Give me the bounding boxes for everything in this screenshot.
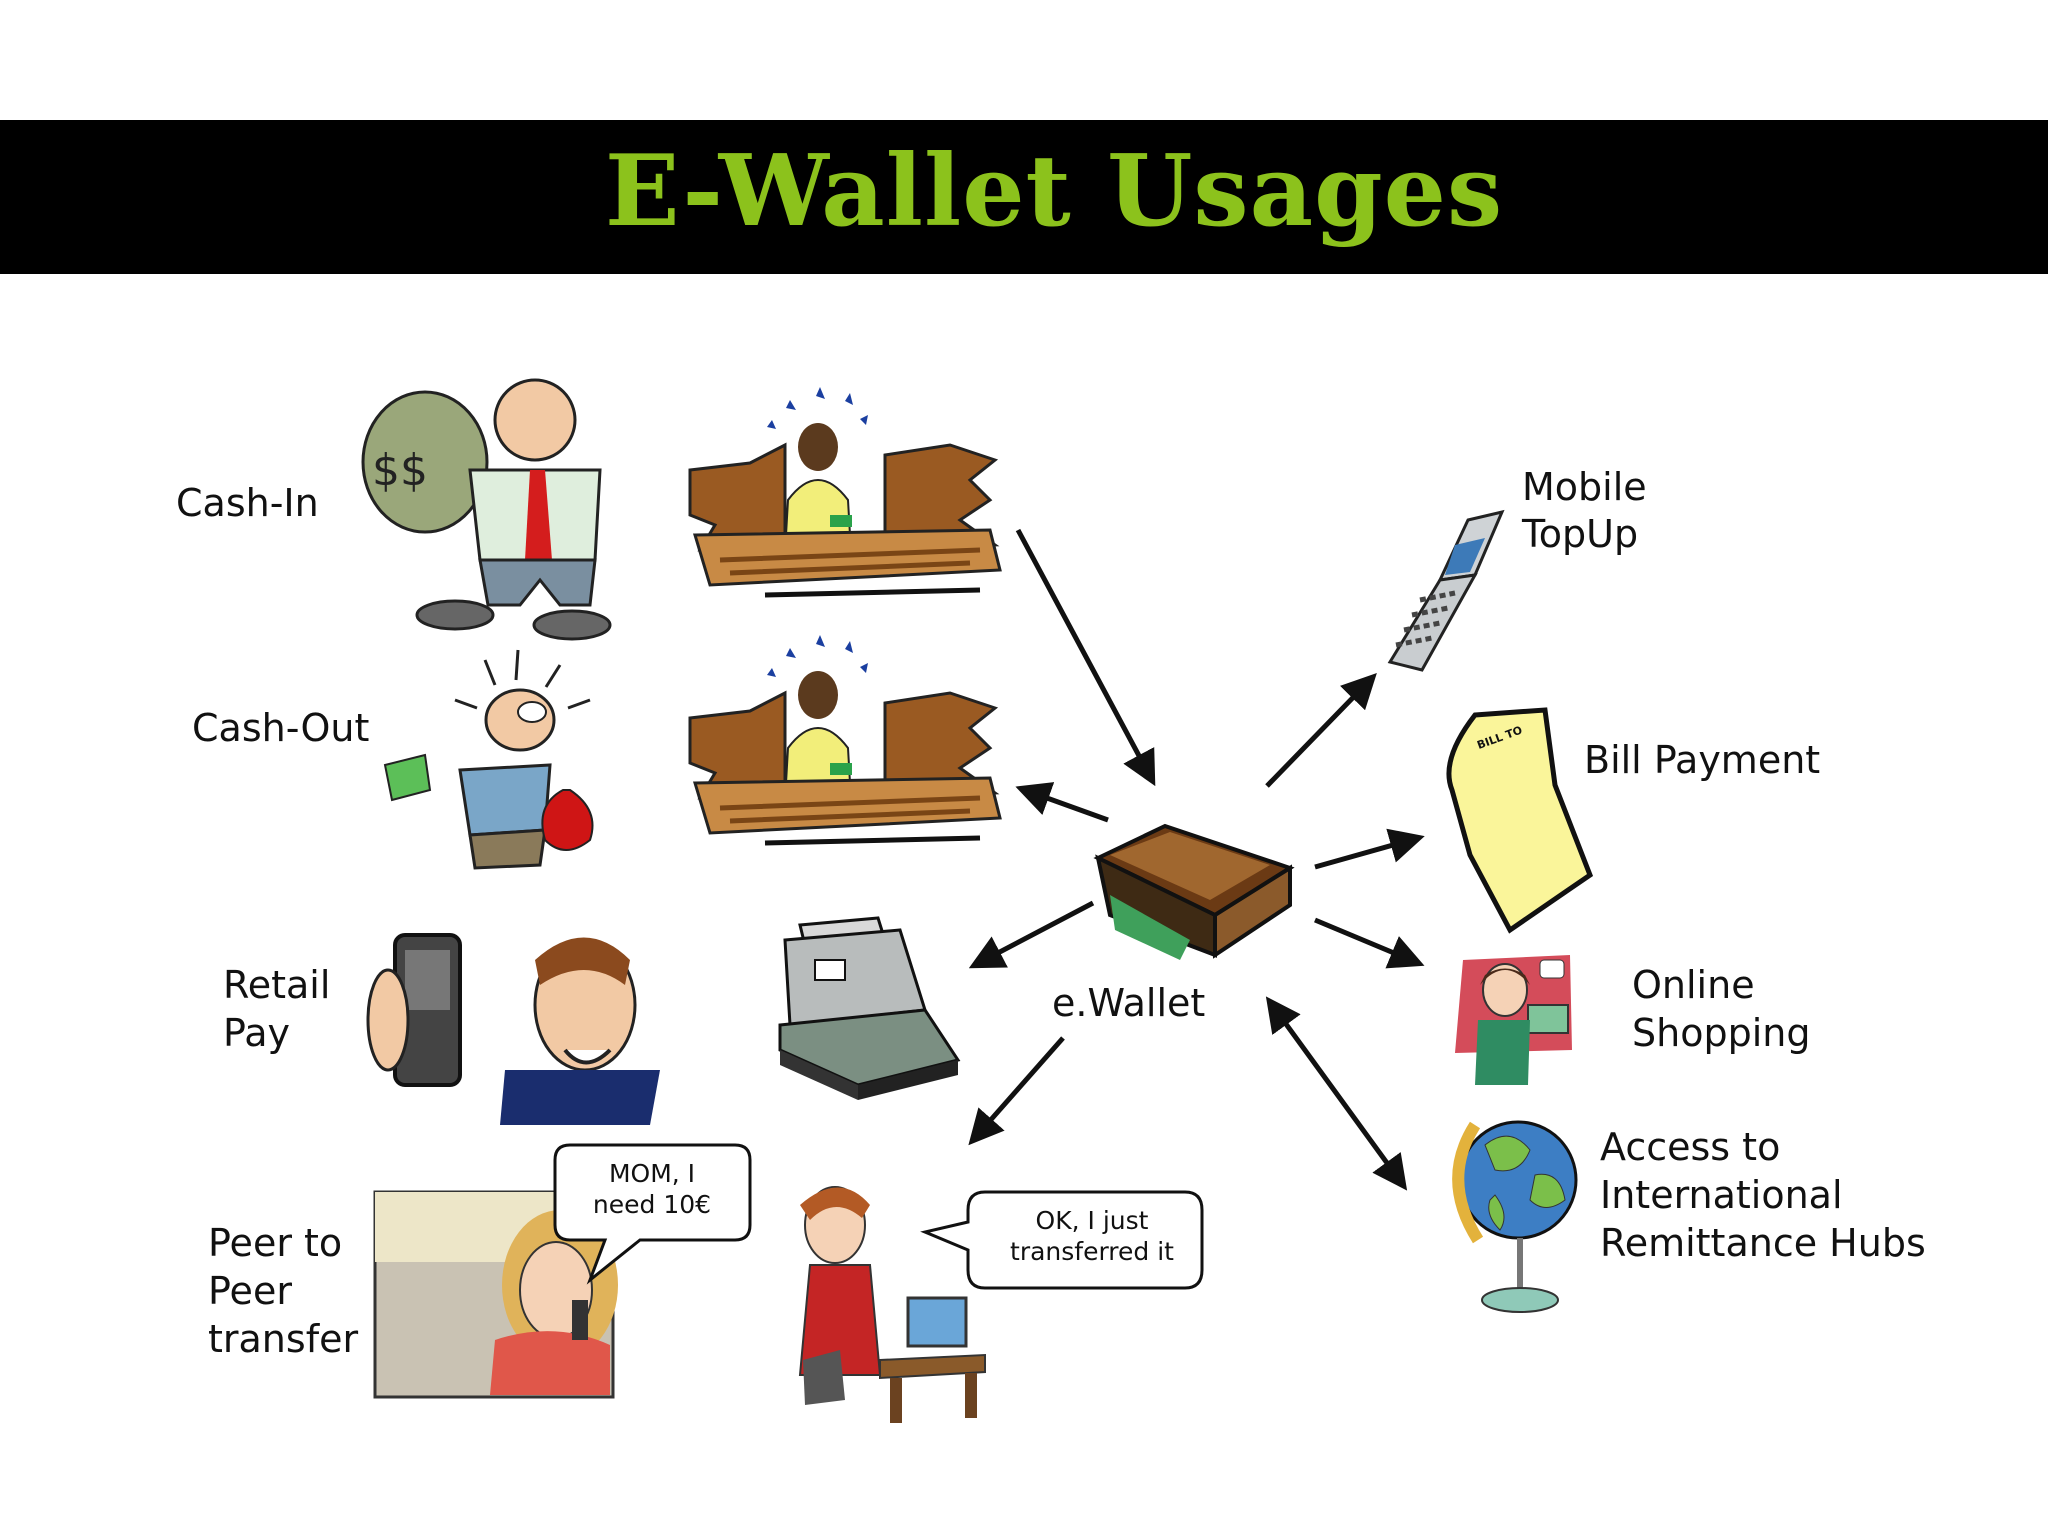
title-bar: E-Wallet Usages bbox=[0, 120, 2048, 274]
arrow-wallet-to-peer bbox=[968, 1036, 1065, 1146]
arrow-wallet-to-shopping bbox=[1314, 917, 1425, 969]
svg-text:$$: $$ bbox=[372, 445, 428, 496]
wallet-icon bbox=[1093, 823, 1295, 960]
center-label: e.Wallet bbox=[1052, 981, 1205, 1025]
arrow-wallet-to-cash-out bbox=[1015, 782, 1109, 823]
money-bag-man-icon: $$ bbox=[361, 378, 612, 641]
arrow-wallet-to-register bbox=[968, 900, 1095, 969]
globe-icon bbox=[1452, 1120, 1578, 1313]
label-online-shopping: Online Shopping bbox=[1632, 963, 1810, 1055]
flip-phone-icon bbox=[1387, 509, 1505, 672]
arrow-wallet-to-bill bbox=[1314, 828, 1425, 870]
cash-register-icon bbox=[778, 916, 961, 1100]
arrow-wallet-to-topup bbox=[1265, 672, 1377, 788]
label-remittance: Access to International Remittance Hubs bbox=[1600, 1125, 1926, 1265]
label-peer-to-peer: Peer to Peer transfer bbox=[208, 1221, 358, 1361]
arrows bbox=[968, 528, 1425, 1191]
label-cash-in: Cash-In bbox=[176, 481, 319, 525]
bank-teller-icon bbox=[690, 387, 1000, 595]
label-cash-out: Cash-Out bbox=[192, 706, 369, 750]
arrow-teller-to-wallet bbox=[1015, 528, 1156, 787]
page-title: E-Wallet Usages bbox=[604, 133, 1504, 249]
cash-out-man-icon bbox=[383, 649, 594, 870]
bank-teller-icon bbox=[690, 635, 1000, 843]
label-retail-pay: Retail Pay bbox=[223, 963, 342, 1055]
bill-document-icon: BILL TO bbox=[1446, 707, 1594, 934]
online-shopper-icon bbox=[1455, 955, 1572, 1085]
label-mobile-topup: Mobile TopUp bbox=[1521, 465, 1659, 556]
arrow-wallet-remittance-two-way bbox=[1265, 996, 1408, 1191]
mother-with-computer-icon bbox=[798, 1186, 986, 1423]
label-bill-payment: Bill Payment bbox=[1584, 738, 1820, 782]
man-with-phone-icon bbox=[366, 933, 660, 1125]
